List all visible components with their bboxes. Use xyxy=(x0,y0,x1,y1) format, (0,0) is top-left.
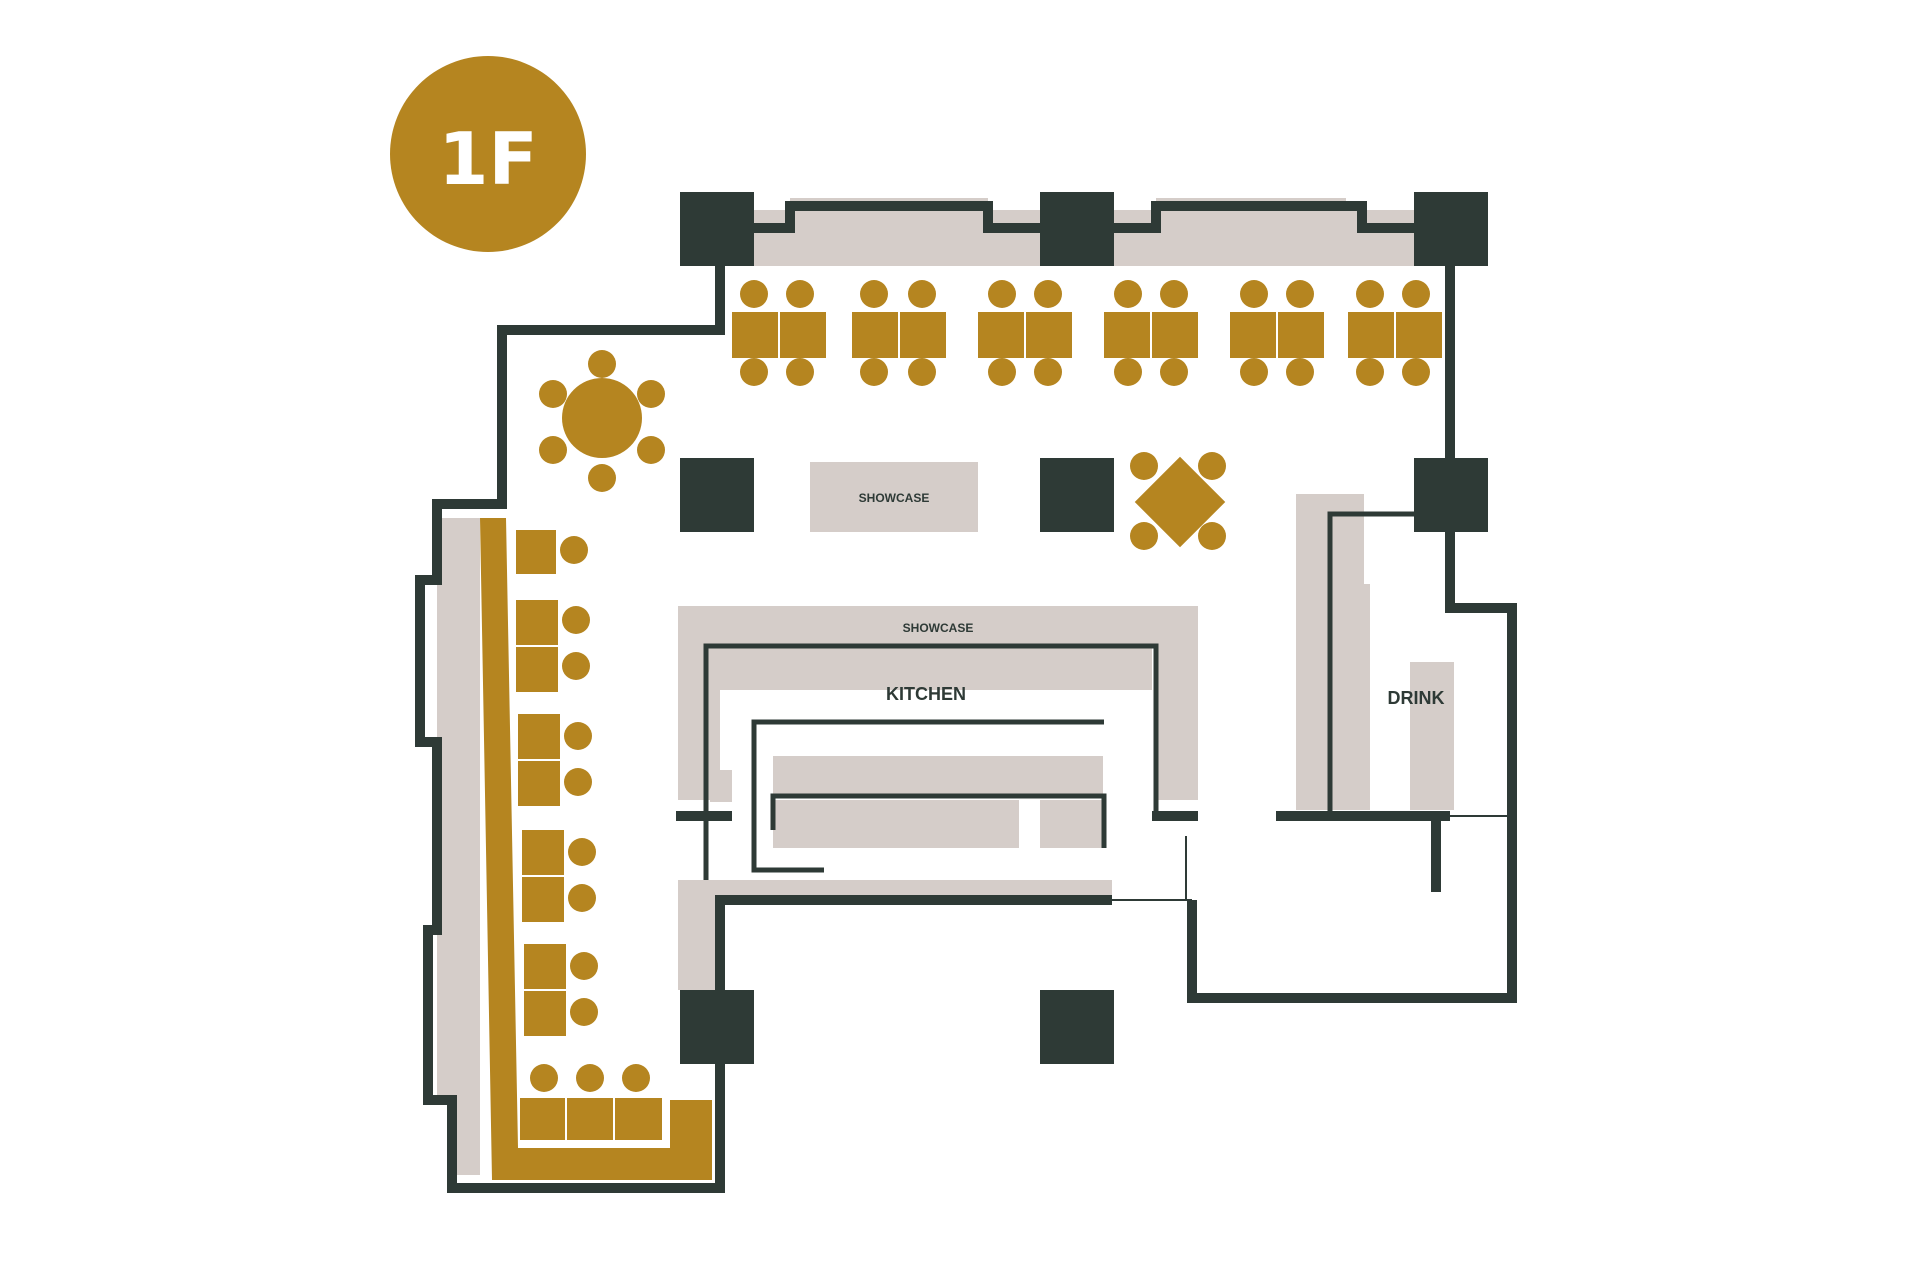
kitchen-prep-counter-top xyxy=(773,756,1103,794)
chair xyxy=(562,606,590,634)
table-group xyxy=(732,280,826,386)
chair xyxy=(786,280,814,308)
kitchen-prep-counter-bottom xyxy=(773,800,1019,848)
kitchen-wall-inner xyxy=(751,719,1104,873)
south-east-wall xyxy=(1187,900,1258,1003)
chair xyxy=(1286,280,1314,308)
banquette xyxy=(480,518,712,1180)
round-table-group xyxy=(539,350,665,492)
chair xyxy=(860,358,888,386)
chair xyxy=(908,358,936,386)
chair xyxy=(1198,522,1226,550)
chair xyxy=(786,358,814,386)
chair xyxy=(1240,280,1268,308)
kitchen-left-counter xyxy=(678,880,720,990)
chair xyxy=(988,280,1016,308)
chair xyxy=(539,436,567,464)
floor-label: 1F xyxy=(438,117,537,201)
chair xyxy=(740,280,768,308)
pillar xyxy=(1040,990,1114,1064)
chair xyxy=(570,998,598,1026)
table-group xyxy=(852,280,946,386)
chair xyxy=(562,652,590,680)
pillar xyxy=(1414,192,1488,266)
chair xyxy=(1160,358,1188,386)
pillar xyxy=(680,990,754,1064)
table-group xyxy=(978,280,1072,386)
top-table-row xyxy=(732,280,1442,386)
chair xyxy=(1130,522,1158,550)
pillars xyxy=(680,192,1488,1064)
walls xyxy=(415,201,1517,1193)
chair xyxy=(1402,280,1430,308)
chair xyxy=(539,380,567,408)
pillar xyxy=(680,192,754,266)
chair xyxy=(576,1064,604,1092)
chair xyxy=(740,358,768,386)
chair xyxy=(1160,280,1188,308)
table-group xyxy=(1104,280,1198,386)
pillar xyxy=(1414,458,1488,532)
drink-counter-right xyxy=(1410,662,1454,810)
kitchen-prep-counter-side xyxy=(1040,800,1102,848)
chair xyxy=(1034,358,1062,386)
diamond-table-group xyxy=(1130,452,1226,550)
pillar xyxy=(1040,192,1114,266)
chair xyxy=(1402,358,1430,386)
kitchen-back-counter xyxy=(716,648,1152,690)
kitchen-label: KITCHEN xyxy=(886,684,966,704)
pillar xyxy=(680,458,754,532)
chair xyxy=(988,358,1016,386)
window-ledge-left xyxy=(437,518,480,1175)
floor-badge: 1F xyxy=(390,56,586,252)
chair xyxy=(1286,358,1314,386)
chair xyxy=(530,1064,558,1092)
showcase-kitchen-label: SHOWCASE xyxy=(903,621,974,635)
kitchen-small-block xyxy=(710,770,732,802)
chair xyxy=(568,884,596,912)
drink-label: DRINK xyxy=(1388,688,1445,708)
chair xyxy=(637,436,665,464)
kitchen-counter-line xyxy=(770,793,1107,848)
table xyxy=(520,1098,662,1140)
drink-counter-inner xyxy=(1330,584,1370,810)
outer-wall xyxy=(415,210,1112,1193)
chair xyxy=(860,280,888,308)
chair xyxy=(908,280,936,308)
chair xyxy=(564,722,592,750)
chair xyxy=(588,464,616,492)
table-group xyxy=(1348,280,1442,386)
chair xyxy=(1114,280,1142,308)
round-table xyxy=(562,378,642,458)
chair xyxy=(637,380,665,408)
banquette-tables xyxy=(516,530,662,1140)
chair xyxy=(1198,452,1226,480)
showcase-top xyxy=(810,462,978,532)
chair xyxy=(570,952,598,980)
chair xyxy=(1356,280,1384,308)
chair xyxy=(1130,452,1158,480)
kitchen-wall-outer xyxy=(703,643,1159,880)
top-wall xyxy=(720,201,1517,1003)
chair xyxy=(622,1064,650,1092)
chair xyxy=(1356,358,1384,386)
pillar xyxy=(1040,458,1114,532)
chair xyxy=(560,536,588,564)
chair xyxy=(564,768,592,796)
chair xyxy=(1114,358,1142,386)
chair xyxy=(588,350,616,378)
floor-badge-circle xyxy=(390,56,586,252)
chair xyxy=(568,838,596,866)
chair xyxy=(1034,280,1062,308)
table-group xyxy=(1230,280,1324,386)
chair xyxy=(1240,358,1268,386)
table xyxy=(516,530,556,574)
showcase-top-label: SHOWCASE xyxy=(859,491,930,505)
drink-room-wall xyxy=(1327,511,1420,812)
